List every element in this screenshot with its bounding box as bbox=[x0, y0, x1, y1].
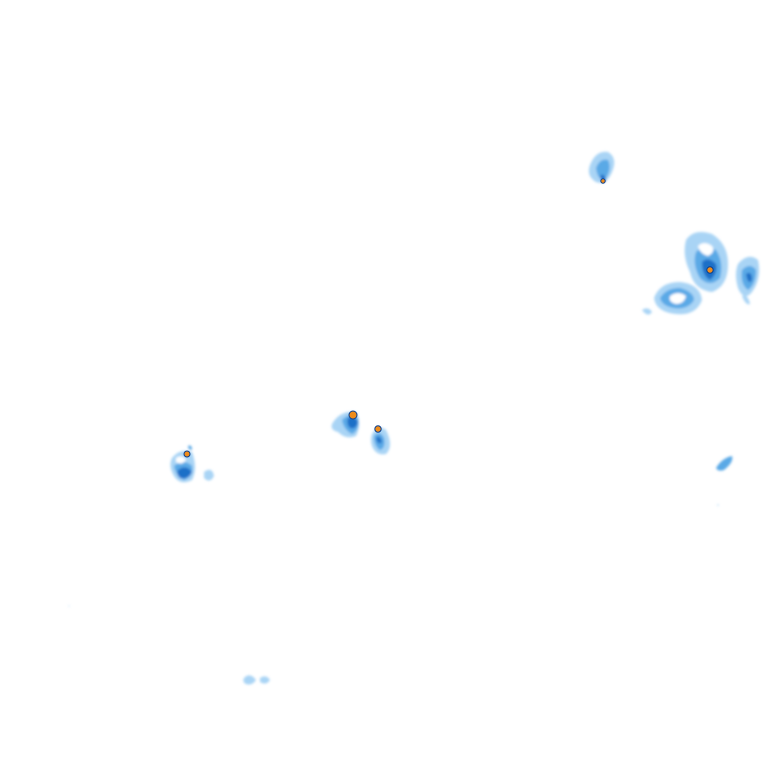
radar-core-center-left bbox=[348, 410, 358, 420]
radar-core-east bbox=[706, 266, 714, 274]
radar-cell-center-right bbox=[371, 427, 390, 455]
radar-cell-west bbox=[170, 445, 214, 483]
radar-core-north-east bbox=[600, 178, 606, 184]
radar-cell-far-east bbox=[736, 256, 760, 305]
radar-cell-east-ring bbox=[642, 282, 702, 315]
radar-cell-east-streak bbox=[716, 456, 733, 506]
radar-core-west bbox=[183, 450, 191, 458]
radar-cell-south bbox=[68, 605, 270, 685]
radar-cell-east-cluster bbox=[684, 232, 728, 292]
radar-cell-north-east-small bbox=[588, 151, 615, 183]
radar-core-center-right bbox=[374, 425, 382, 433]
